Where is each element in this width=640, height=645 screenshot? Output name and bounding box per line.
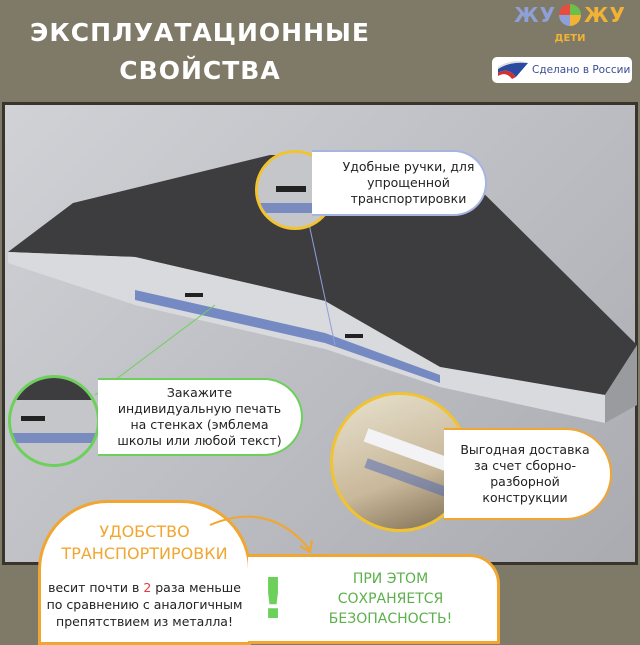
delivery-callout: Выгодная доставка за счет сборно-разборн… <box>444 428 612 520</box>
text-before: весит почти в <box>48 580 144 595</box>
delivery-text: Выгодная доставка за счет сборно-разборн… <box>460 442 590 505</box>
ladybug-icon <box>559 4 581 26</box>
safety-card: ! ПРИ ЭТОМ СОХРАНЯЕТСЯ БЕЗОПАСНОСТЬ! <box>248 554 500 644</box>
exclamation-icon: ! <box>260 566 286 632</box>
logo-left: ЖУ <box>514 3 556 27</box>
transport-text: весит почти в 2 раза меньше по сравнению… <box>41 579 248 630</box>
logo-word: ЖУ ЖУ <box>510 2 630 28</box>
logo-right: ЖУ <box>584 3 626 27</box>
made-in-russia-badge: Сделано в России <box>492 57 632 83</box>
transport-heading: УДОБСТВО ТРАНСПОРТИРОВКИ <box>61 522 228 563</box>
print-closeup-image <box>8 375 100 467</box>
page-title: ЭКСПЛУАТАЦИОННЫЕ СВОЙСТВА <box>20 14 380 90</box>
highlight-number: 2 <box>143 580 152 595</box>
title-line-1: ЭКСПЛУАТАЦИОННЫЕ <box>29 18 371 47</box>
logo-sub: ДЕТИ <box>554 33 586 44</box>
arrow-icon <box>209 515 313 554</box>
safety-text: ПРИ ЭТОМ СОХРАНЯЕТСЯ БЕЗОПАСНОСТЬ! <box>328 571 453 627</box>
handles-text: Удобные ручки, для упрощенной транспорти… <box>342 159 475 206</box>
title-line-2: СВОЙСТВА <box>119 56 281 85</box>
transport-card: УДОБСТВО ТРАНСПОРТИРОВКИ весит почти в 2… <box>38 500 251 645</box>
handles-callout: Удобные ручки, для упрощенной транспорти… <box>312 150 487 216</box>
brand-logo: ЖУ ЖУ ДЕТИ <box>510 2 630 45</box>
text-after: раза меньше по сравнению с аналогичным п… <box>46 580 243 629</box>
print-callout: Закажите индивидуальную печать на стенка… <box>98 378 303 456</box>
russia-flag-icon <box>498 61 528 79</box>
print-text: Закажите индивидуальную печать на стенка… <box>117 385 282 448</box>
badge-text: Сделано в России <box>532 64 631 76</box>
